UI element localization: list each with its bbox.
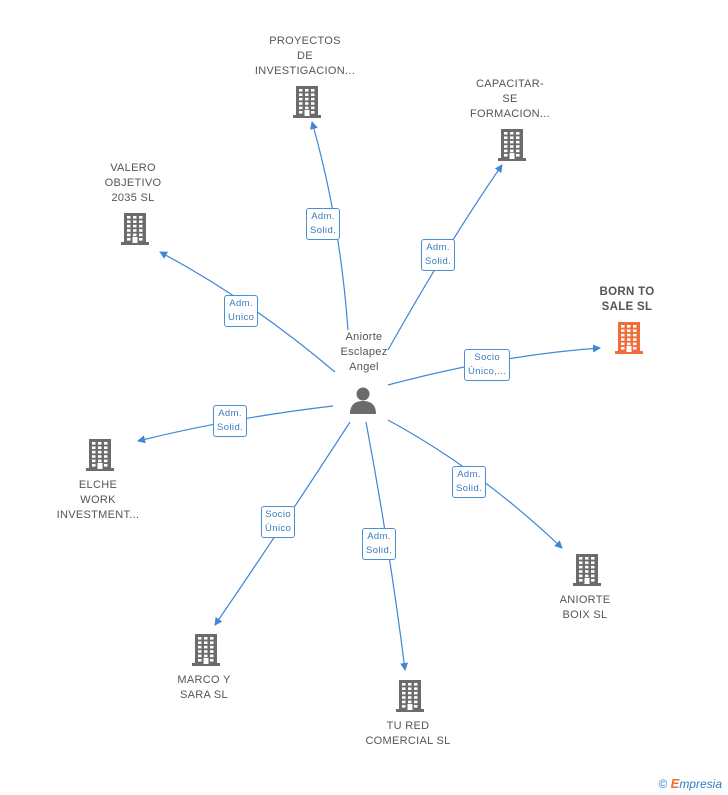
building-icon[interactable] [120, 212, 150, 251]
building-icon-highlight[interactable] [614, 321, 644, 360]
edge-label-elche[interactable]: Adm. Solid. [213, 405, 248, 437]
company-label: MARCO Y SARA SL [177, 674, 231, 701]
company-node-tured[interactable]: TU RED COMERCIAL SL [348, 719, 468, 749]
company-label: TU RED COMERCIAL SL [365, 720, 451, 747]
building-icon[interactable] [292, 85, 322, 124]
brand-name: mpresia [679, 777, 722, 791]
company-label: VALERO OBJETIVO 2035 SL [104, 162, 162, 204]
company-node-capacitar[interactable]: CAPACITAR- SE FORMACION... [450, 77, 570, 122]
building-icon[interactable] [395, 679, 425, 718]
person-icon[interactable] [348, 385, 378, 415]
company-label: PROYECTOS DE INVESTIGACION... [254, 35, 356, 77]
person-name[interactable]: Aniorte Esclapez Angel [340, 331, 388, 373]
company-label: ANIORTE BOIX SL [559, 594, 611, 621]
edge-label-capacitar[interactable]: Adm. Solid. [421, 239, 456, 271]
company-node-aniorte-boix[interactable]: ANIORTE BOIX SL [525, 593, 645, 623]
building-icon[interactable] [497, 128, 527, 167]
company-node-marco[interactable]: MARCO Y SARA SL [144, 673, 264, 703]
edge-label-valero[interactable]: Adm. Unico [224, 295, 259, 327]
company-label: ELCHE WORK INVESTMENT... [56, 479, 140, 521]
company-label: CAPACITAR- SE FORMACION... [470, 78, 550, 120]
edge-label-aniorte-boix[interactable]: Adm. Solid. [452, 466, 487, 498]
company-node-born[interactable]: BORN TO SALE SL [567, 285, 687, 315]
building-icon[interactable] [85, 438, 115, 477]
company-node-elche[interactable]: ELCHE WORK INVESTMENT... [38, 478, 158, 523]
building-icon[interactable] [572, 553, 602, 592]
brand-initial: E [670, 776, 680, 791]
edge-label-proyectos[interactable]: Adm. Solid. [306, 208, 341, 240]
company-label: BORN TO SALE SL [599, 286, 655, 313]
building-icon[interactable] [191, 633, 221, 672]
company-node-valero[interactable]: VALERO OBJETIVO 2035 SL [73, 161, 193, 206]
edge-label-tured[interactable]: Adm. Solid. [362, 528, 397, 560]
edge-label-marco[interactable]: Socio Único [261, 506, 296, 538]
edge-label-born[interactable]: Socio Único,... [464, 349, 511, 381]
company-node-proyectos[interactable]: PROYECTOS DE INVESTIGACION... [245, 34, 365, 79]
footer-brand: © Empresia [658, 776, 722, 791]
copyright-icon: © [658, 777, 668, 791]
